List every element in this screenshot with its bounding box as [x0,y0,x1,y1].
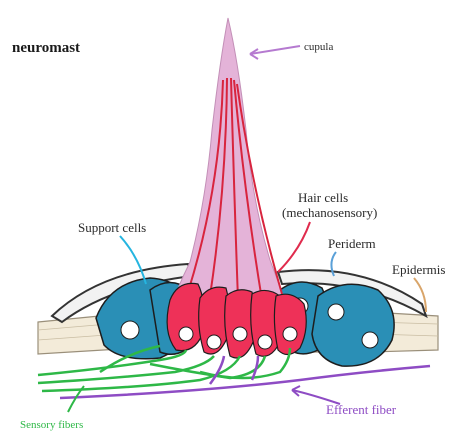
epidermis-label: Epidermis [392,262,445,277]
cupula [168,18,290,316]
hair-cells-sublabel: (mechanosensory) [282,205,377,220]
hair-cells [167,283,306,358]
hair-cell [274,294,306,354]
cupula-label: cupula [304,41,333,53]
support-nucleus [362,332,378,348]
diagram-title: neuromast [12,40,80,56]
efferent-fiber-label: Efferent fiber [326,402,397,417]
hair-cell-nucleus [283,327,297,341]
support-cell-right-outer [312,284,394,366]
support-nucleus [121,321,139,339]
hair-cell-nucleus [258,335,272,349]
support-cells-label: Support cells [78,220,146,235]
support-nucleus [328,304,344,320]
hair-cells-label: Hair cells [298,190,348,205]
hair-cells-pointer [278,222,310,272]
hair-cell-nucleus [207,335,221,349]
hair-cell-nucleus [179,327,193,341]
hair-cell-nucleus [233,327,247,341]
sensory-fibers-label: Sensory fibers [20,419,83,431]
periderm-label: Periderm [328,236,376,251]
